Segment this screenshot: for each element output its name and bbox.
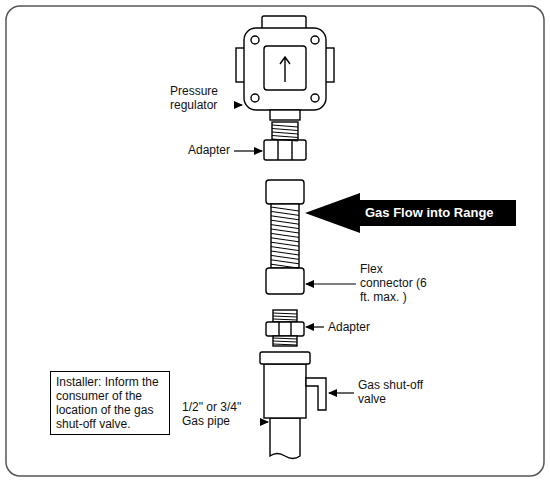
thread-line xyxy=(271,247,299,251)
thread-line xyxy=(272,136,298,138)
thread-line xyxy=(271,260,299,264)
leader-line xyxy=(234,150,262,151)
note-text: Installer: Inform the consumer of the lo… xyxy=(56,375,164,431)
note-box: Installer: Inform the consumer of the lo… xyxy=(50,371,170,435)
adapter-fitting xyxy=(264,122,306,160)
flex-connector xyxy=(266,180,304,294)
leader-line xyxy=(306,283,356,284)
pressure-regulator xyxy=(236,16,334,120)
thread-line xyxy=(273,319,297,320)
part-label: Flex connector (6 ft. max. ) xyxy=(360,262,436,304)
thread-line xyxy=(271,264,299,268)
leader-line xyxy=(262,421,268,422)
part-label: Pressure regulator xyxy=(170,84,232,112)
arrow-fill xyxy=(305,193,516,233)
flow-label: Gas Flow into Range xyxy=(365,193,494,233)
thread-line xyxy=(271,225,299,229)
thread-line xyxy=(271,216,299,220)
thread-line xyxy=(271,211,299,215)
frame xyxy=(6,6,544,476)
thread-line xyxy=(271,251,299,255)
thread-line xyxy=(271,229,299,233)
part-label: Gas shut-off valve xyxy=(358,378,438,406)
thread-line xyxy=(273,341,297,342)
thread-lines xyxy=(271,125,299,345)
part-label: Adapter xyxy=(188,143,230,157)
thread-line xyxy=(272,139,298,141)
thread-line xyxy=(273,344,297,345)
part-label: Adapter xyxy=(328,320,370,334)
thread-line xyxy=(273,316,297,317)
thread-line xyxy=(271,238,299,242)
thread-line xyxy=(272,129,298,131)
thread-line xyxy=(271,233,299,237)
flow-arrow: Gas Flow into Range xyxy=(305,193,516,233)
leader-line xyxy=(329,392,354,393)
adapter-fitting xyxy=(266,310,304,346)
thread-line xyxy=(272,125,298,127)
part-label: 1/2" or 3/4" Gas pipe xyxy=(182,400,258,428)
thread-line xyxy=(271,220,299,224)
shut-off-valve xyxy=(260,352,326,459)
leader-lines xyxy=(234,105,356,422)
thread-line xyxy=(273,313,297,314)
thread-line xyxy=(272,132,298,134)
leader-line xyxy=(306,326,324,327)
thread-line xyxy=(273,338,297,339)
thread-line xyxy=(271,242,299,246)
thread-line xyxy=(271,207,299,211)
leader-line xyxy=(236,104,242,105)
thread-line xyxy=(271,255,299,259)
